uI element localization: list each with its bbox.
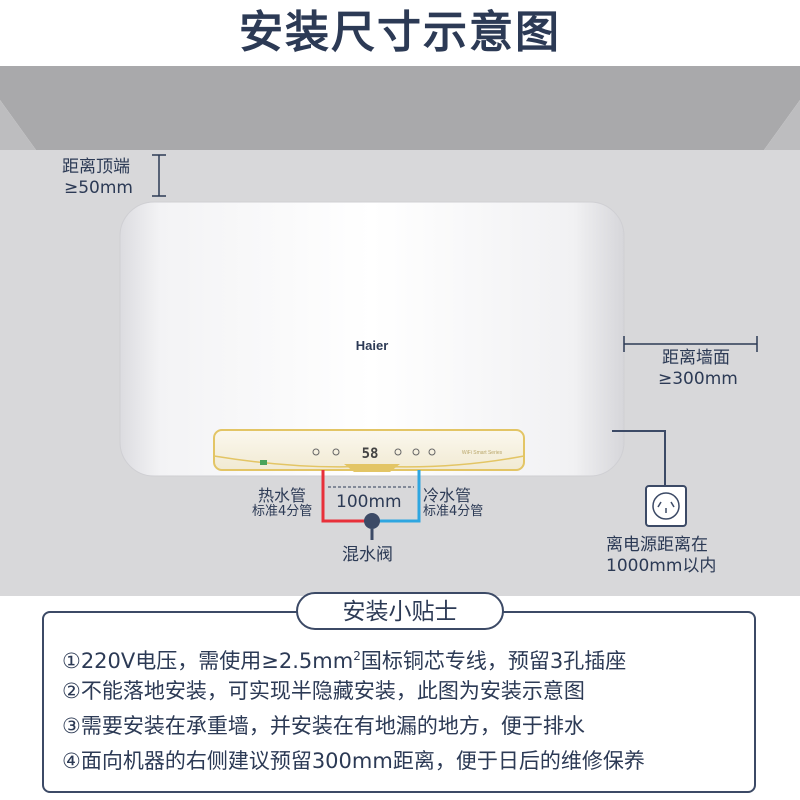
power-socket-icon bbox=[645, 485, 687, 527]
wall-gap-label: 距离墙面 bbox=[662, 348, 730, 368]
hot-pipe-spec: 标准4分管 bbox=[252, 504, 313, 519]
cold-pipe-label: 冷水管 bbox=[423, 486, 472, 505]
wifi-indicator-icon bbox=[260, 460, 267, 465]
panel-button-icon bbox=[312, 448, 320, 456]
top-gap-label: 距离顶端 bbox=[62, 157, 130, 177]
cold-water-pipe bbox=[376, 470, 421, 523]
panel-button-icon bbox=[394, 448, 402, 456]
tip-item-4: ④面向机器的右侧建议预留300mm距离，便于日后的维修保养 bbox=[62, 749, 645, 773]
tip-item-2: ②不能落地安装，可实现半隐藏安装，此图为安装示意图 bbox=[62, 679, 585, 703]
wall-gap-value: ≥300mm bbox=[658, 369, 738, 389]
cold-pipe-spec: 标准4分管 bbox=[423, 504, 484, 519]
hot-pipe-label: 热水管 bbox=[258, 486, 307, 505]
ceiling bbox=[0, 66, 800, 150]
power-cord bbox=[612, 430, 666, 486]
tip-item-1: ①220V电压，需使用≥2.5mm2国标铜芯专线，预留3孔插座 bbox=[62, 649, 627, 673]
page-title: 安装尺寸示意图 bbox=[239, 7, 561, 58]
pipe-gap-label: 100mm bbox=[336, 492, 402, 512]
series-label: WiFi Smart Series bbox=[462, 450, 503, 456]
socket-distance-label: 离电源距离在 bbox=[606, 535, 708, 555]
tips-title: 安装小贴士 bbox=[296, 592, 504, 630]
mixing-valve bbox=[364, 513, 380, 529]
hot-water-pipe bbox=[321, 470, 368, 523]
top-gap-value: ≥50mm bbox=[64, 178, 133, 198]
brand-logo: Haier bbox=[356, 338, 389, 353]
socket-distance-value: 1000mm以内 bbox=[606, 556, 717, 576]
mixer-valve-label: 混水阀 bbox=[342, 545, 393, 565]
temperature-display: 58 bbox=[362, 446, 379, 462]
tip-item-3: ③需要安装在承重墙，并安装在有地漏的地方，便于排水 bbox=[62, 714, 585, 738]
installation-diagram: Haier 58 WiFi Smart Series bbox=[0, 66, 800, 596]
power-icon bbox=[428, 448, 436, 456]
panel-button-icon bbox=[332, 448, 340, 456]
panel-button-icon bbox=[412, 448, 420, 456]
